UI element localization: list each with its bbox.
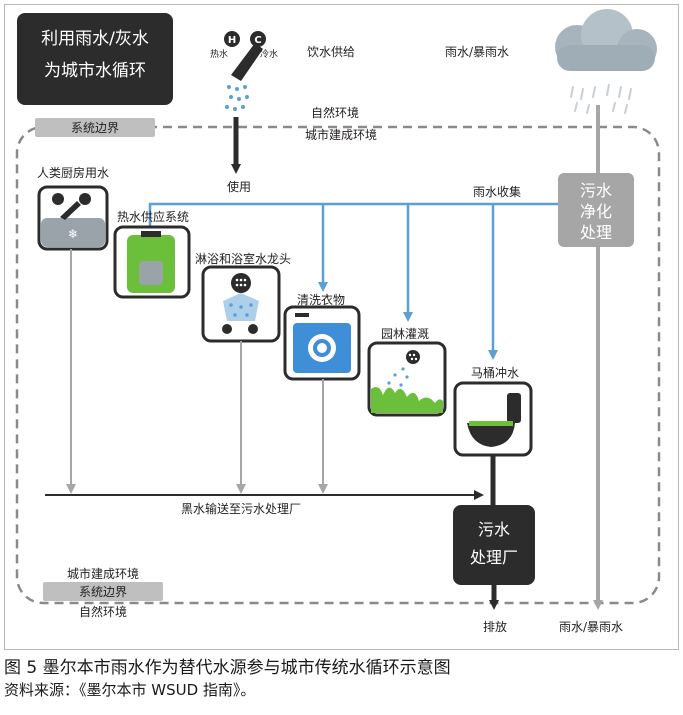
natural-env-top-label: 自然环境 <box>311 105 359 120</box>
hot-water-system-label: 热水供应系统 <box>117 209 189 224</box>
discharge-label: 排放 <box>483 619 507 634</box>
svg-text:净化: 净化 <box>580 202 612 221</box>
caption-source: 资料来源：《墨尔本市 WSUD 指南》。 <box>4 681 256 699</box>
caption-title: 图 5 墨尔本市雨水作为替代水源参与城市传统水循环示意图 <box>4 658 451 678</box>
title-line-1: 利用雨水/灰水 <box>41 29 149 49</box>
washing-machine-icon <box>283 305 361 381</box>
rain-collection-line <box>148 202 560 233</box>
water-drops-icon <box>225 85 249 111</box>
title-box: 利用雨水/灰水 为城市水循环 <box>17 13 173 105</box>
svg-text:系统边界: 系统边界 <box>79 585 127 599</box>
svg-text:❄: ❄ <box>68 227 78 241</box>
title-line-2: 为城市水循环 <box>44 61 146 81</box>
toilet-icon <box>453 381 533 457</box>
laundry-label: 清洗衣物 <box>297 292 345 307</box>
urban-env-bottom-label: 城市建成环境 <box>67 566 139 581</box>
svg-text:处理: 处理 <box>580 223 612 242</box>
blackwater-label: 黑水输送至污水处理厂 <box>181 501 301 516</box>
faucet-icon <box>231 43 263 81</box>
hot-water-system-icon <box>113 225 191 299</box>
use-label: 使用 <box>227 179 251 194</box>
cold-handle-icon <box>250 31 266 47</box>
treatment-plant-box: 污水 处理厂 <box>453 505 535 585</box>
rain-cloud-icon <box>555 9 657 114</box>
kitchen-sink-icon: ❄ <box>37 185 109 251</box>
drinking-supply-label: 饮水供给 <box>307 45 355 59</box>
svg-text:H: H <box>228 35 236 46</box>
kitchen-label: 人类厨房用水 <box>37 165 109 180</box>
urban-env-top-label: 城市建成环境 <box>305 127 377 142</box>
hot-handle-icon <box>224 31 240 47</box>
garden-irrigation-icon <box>367 341 447 417</box>
svg-text:系统边界: 系统边界 <box>71 121 119 135</box>
rain-collection-label: 雨水收集 <box>473 184 521 199</box>
shower-label: 淋浴和浴室水龙头 <box>195 251 291 266</box>
system-boundary-line <box>15 125 661 605</box>
drinking-tap: H C 热水 冷水 <box>210 31 278 111</box>
figure-caption: 图 5 墨尔本市雨水作为替代水源参与城市传统水循环示意图 资料来源：《墨尔本市 … <box>4 657 679 701</box>
water-cycle-diagram: 利用雨水/灰水 为城市水循环 H C 热水 冷水 饮水供给 雨水/暴雨水 <box>15 9 661 634</box>
svg-text:C: C <box>254 35 261 46</box>
rain-storm-top-label: 雨水/暴雨水 <box>445 45 509 59</box>
hot-water-label: 热水 <box>210 48 228 60</box>
purification-box: 污水 净化 处理 <box>558 173 634 247</box>
svg-text:污水: 污水 <box>580 181 612 200</box>
toilet-label: 马桶冲水 <box>471 365 519 380</box>
svg-text:处理厂: 处理厂 <box>470 548 518 567</box>
diagram-frame: 利用雨水/灰水 为城市水循环 H C 热水 冷水 饮水供给 雨水/暴雨水 <box>4 4 679 650</box>
natural-env-bottom-label: 自然环境 <box>79 604 127 619</box>
garden-label: 园林灌溉 <box>381 327 429 341</box>
cold-water-label: 冷水 <box>260 48 278 60</box>
system-boundary-top-tag: 系统边界 <box>35 118 155 137</box>
system-boundary-bottom-tag: 系统边界 <box>43 582 163 601</box>
shower-icon <box>201 265 281 343</box>
rain-storm-bottom-label: 雨水/暴雨水 <box>559 620 623 634</box>
svg-text:污水: 污水 <box>478 520 510 539</box>
